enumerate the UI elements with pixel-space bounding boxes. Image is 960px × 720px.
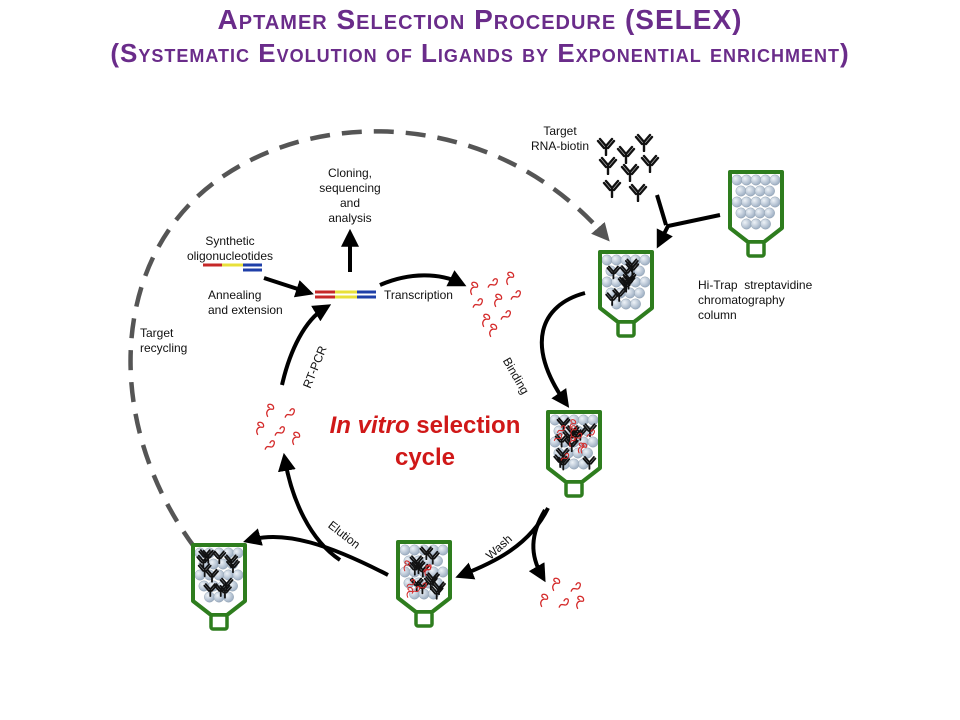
title-line-2: (Systematic Evolution of Ligands by Expo… xyxy=(110,38,850,68)
aptamer-pool-transcription xyxy=(470,271,522,338)
feed-join-lines xyxy=(657,194,721,242)
label-column: Hi-Trap streptavidine chromatography col… xyxy=(698,278,813,322)
label-transcription: Transcription xyxy=(384,288,453,302)
dsdna xyxy=(315,290,376,299)
aptamer-pool-washed xyxy=(540,577,585,610)
title-line-1: Aptamer Selection Procedure (SELEX) xyxy=(217,4,743,35)
cycle-title-italic: In vitro xyxy=(329,412,410,439)
label-target-recycling: Target recycling xyxy=(140,326,188,355)
label-synthetic: Synthetic oligonucleotides xyxy=(186,234,274,263)
cycle-title-rest: selection xyxy=(409,412,521,439)
column-loaded xyxy=(598,250,654,338)
label-annealing: Annealing and extension xyxy=(208,288,283,317)
column-eluted xyxy=(191,543,247,631)
label-cloning: Cloning, sequencing and analysis xyxy=(319,166,381,225)
cycle-title: In vitro selection cycle xyxy=(300,410,550,474)
arrow-annealing xyxy=(263,276,314,298)
arrow-rtpcr xyxy=(280,304,332,386)
arrow-transcription xyxy=(379,270,467,287)
target-molecules xyxy=(596,133,660,202)
column-binding xyxy=(546,410,602,498)
label-target-rna: Target RNA-biotin xyxy=(530,124,590,153)
oligo-strands xyxy=(203,263,262,272)
arrow-binding xyxy=(539,291,586,408)
column-empty xyxy=(728,170,784,258)
arrow-elution-2 xyxy=(277,452,342,562)
arrow-wash-waste xyxy=(528,508,547,583)
arrow-elution-1 xyxy=(243,528,389,577)
target-recycling-arc xyxy=(128,129,610,550)
cycle-title-line2: cycle xyxy=(394,444,456,471)
column-washed xyxy=(396,540,452,628)
aptamer-pool-eluted xyxy=(256,403,301,450)
